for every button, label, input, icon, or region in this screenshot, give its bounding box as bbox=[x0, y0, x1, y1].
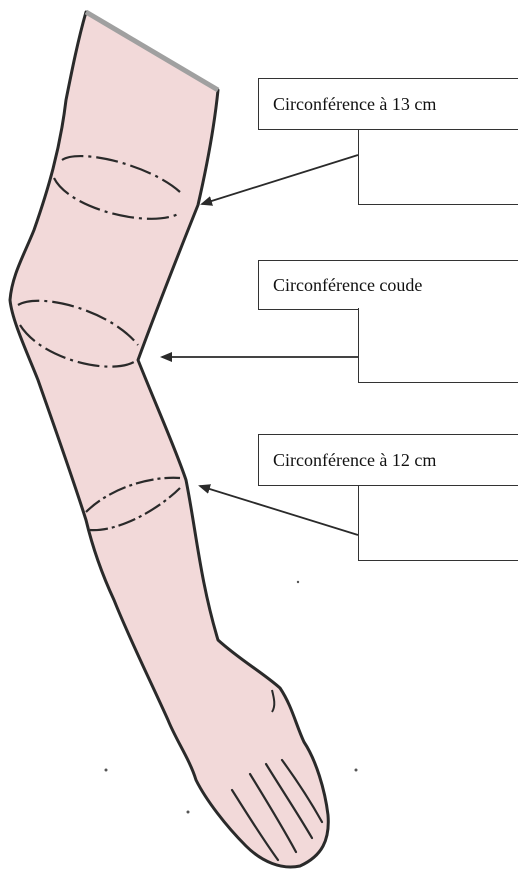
label-circumference-13cm: Circonférence à 13 cm bbox=[258, 78, 518, 130]
label-circumference-12cm: Circonférence à 12 cm bbox=[258, 434, 518, 486]
arrow-12cm bbox=[200, 486, 358, 535]
label-circumference-elbow: Circonférence coude bbox=[258, 260, 518, 310]
label-circumference-13cm-text: Circonférence à 13 cm bbox=[273, 94, 436, 115]
arrow-13cm bbox=[202, 155, 358, 204]
value-field-12cm[interactable] bbox=[358, 486, 518, 561]
value-field-13cm[interactable] bbox=[358, 130, 518, 205]
value-field-elbow[interactable] bbox=[358, 308, 518, 383]
label-circumference-elbow-text: Circonférence coude bbox=[273, 275, 422, 296]
label-circumference-12cm-text: Circonférence à 12 cm bbox=[273, 450, 436, 471]
